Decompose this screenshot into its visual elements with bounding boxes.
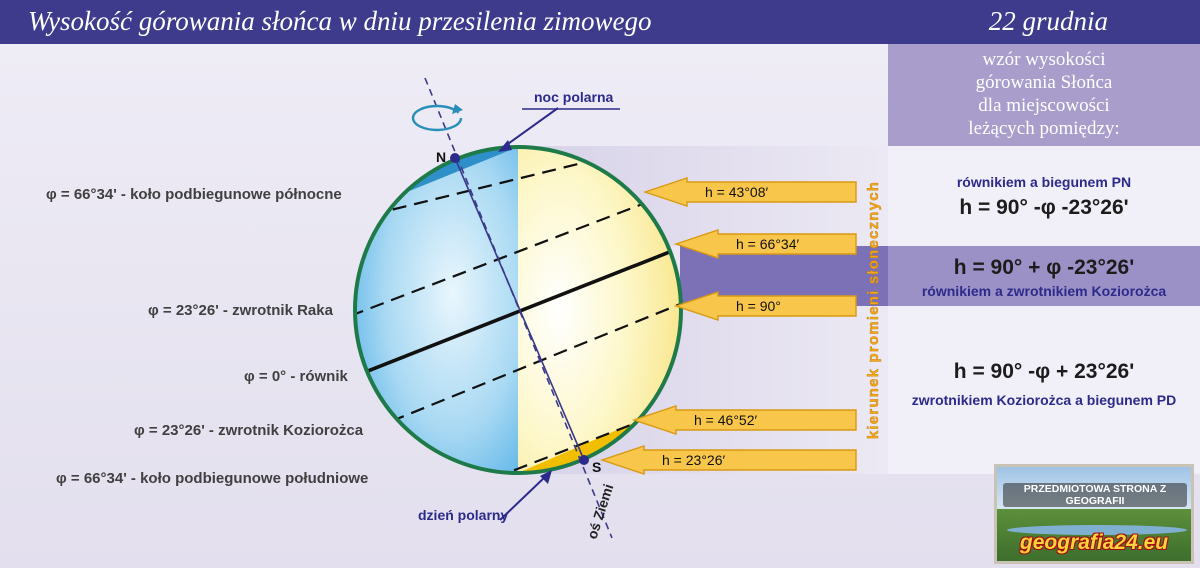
- sun-ray-arrows: h = 43°08′ h = 66°34′ h = 90° h = 46°52′ h =…: [599, 177, 857, 475]
- sun-rays-direction-label: kierunek promieni słonecznych: [865, 181, 882, 439]
- formula-desc: równikiem a biegunem PN: [956, 174, 1132, 190]
- sun-height-label: h = 43°08′: [705, 184, 768, 200]
- latitude-label-arctic: φ = 66°34' - koło podbiegunowe północne: [46, 186, 342, 203]
- heading-line: dla miejscowości: [978, 95, 1110, 116]
- equator-line: [355, 238, 681, 380]
- polar-night-pointer-arrowhead: [498, 140, 512, 152]
- formula-text: h = 90° -φ + 23°26': [953, 360, 1135, 383]
- formula-text: h = 90° -φ -23°26': [959, 196, 1129, 219]
- latitude-label-antarctic: φ = 66°34' - koło podbiegunowe południow…: [56, 470, 369, 487]
- logo-river: [1007, 525, 1187, 535]
- south-label: S: [592, 459, 601, 475]
- formula-bg-3: [888, 306, 1200, 474]
- formula-north: równikiem a biegunem PN h = 90° -φ -23°2…: [888, 174, 1200, 220]
- heading-line: wzór wysokości: [982, 49, 1106, 70]
- sun-ray-arrow: [599, 445, 857, 475]
- sun-height-label: h = 66°34′: [736, 236, 799, 252]
- latitude-label-tropic-capricorn: φ = 23°26' - zwrotnik Koziorożca: [134, 422, 364, 439]
- sun-height-label: h = 90°: [736, 298, 781, 314]
- heading-line: górowania Słońca: [975, 72, 1113, 93]
- formula-desc: zwrotnikiem Koziorożca a biegunem PD: [911, 392, 1177, 408]
- south-pole-dot: [579, 455, 589, 465]
- sun-ray-arrow: [631, 405, 857, 435]
- latitude-label-tropic-cancer: φ = 23°26' - zwrotnik Raka: [148, 302, 333, 319]
- formula-tropic: h = 90° + φ -23°26' równikiem a zwrotnik…: [888, 256, 1200, 299]
- rotation-arrowhead-icon: [452, 104, 463, 114]
- polar-day-pointer: [499, 475, 547, 521]
- sun-ray-arrow: [673, 229, 857, 259]
- sun-ray-arrow: [673, 291, 857, 321]
- formula-south: h = 90° -φ + 23°26' zwrotnikiem Kozioroż…: [888, 360, 1200, 408]
- polar-day-pointer-arrowhead: [540, 470, 552, 484]
- arctic-circle-line: [355, 147, 681, 222]
- logo-site-text: geografia24.eu: [1019, 531, 1169, 554]
- polar-day-label: dzień polarny: [418, 507, 508, 523]
- globe-rim: [353, 145, 683, 475]
- header-bar: Wysokość górowania słońca w dniu przesil…: [0, 0, 1200, 44]
- earth-axis: [454, 157, 585, 461]
- logo-top-text: PRZEDMIOTOWA STRONA Z GEOGRAFII: [1003, 483, 1187, 507]
- formula-desc: równikiem a zwrotnikiem Koziorożca: [921, 283, 1167, 299]
- formula-text: h = 90° + φ -23°26': [953, 256, 1135, 279]
- rotation-icon: [411, 104, 463, 132]
- tropic-capricorn-line: [355, 294, 681, 440]
- sun-height-label: h = 23°26′: [662, 452, 725, 468]
- axis-label: oś Ziemi: [584, 482, 617, 541]
- formula-bg-1: [888, 146, 1200, 246]
- date-label: 22 grudnia: [988, 6, 1108, 36]
- formula-panel-heading: wzór wysokości górowania Słońca dla miej…: [888, 44, 1200, 146]
- heading-line: leżących pomiędzy:: [968, 118, 1120, 139]
- polar-night-label: noc polarna: [534, 89, 614, 105]
- north-label: N: [436, 149, 446, 165]
- page-title: Wysokość górowania słońca w dniu przesil…: [28, 6, 652, 36]
- sun-height-label: h = 46°52′: [694, 412, 757, 428]
- latitude-label-equator: φ = 0° - równik: [244, 368, 348, 385]
- site-logo[interactable]: PRZEDMIOTOWA STRONA Z GEOGRAFII geografi…: [994, 464, 1194, 564]
- north-pole-dot: [450, 153, 460, 163]
- logo-field: [997, 509, 1191, 561]
- polar-night-pointer: [504, 107, 559, 147]
- formula-bg-2: [888, 246, 1200, 306]
- night-side: [355, 147, 518, 473]
- sun-ray-arrow: [642, 177, 857, 207]
